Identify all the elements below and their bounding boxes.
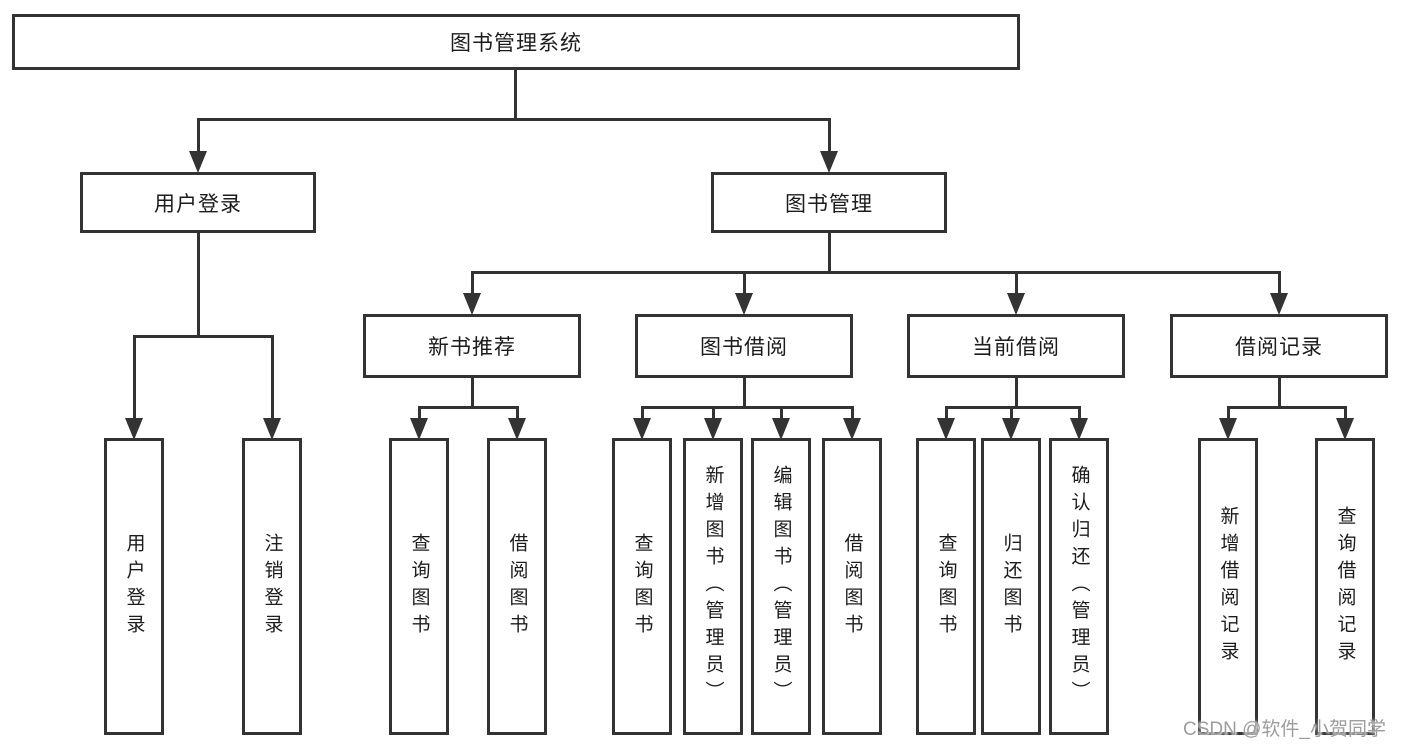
- leaf-logout-login: 注销登录: [242, 438, 302, 735]
- connector-line: [827, 118, 831, 153]
- leaf-add-books-admin-label: 新增图书（管理员）: [702, 465, 724, 708]
- arrowhead-icon: [704, 418, 722, 440]
- connector-line: [1277, 377, 1281, 409]
- leaf-borrow-books-borrowing: 借阅图书: [822, 438, 882, 735]
- leaf-confirm-return-admin-label: 确认归还（管理员）: [1068, 465, 1090, 708]
- leaf-add-books-admin: 新增图书（管理员）: [683, 438, 743, 735]
- connector-line: [944, 406, 948, 420]
- arrowhead-icon: [820, 151, 838, 173]
- leaf-query-books-recommend-label: 查询图书: [408, 532, 430, 641]
- leaf-add-borrow-record-label: 新增借阅记录: [1217, 505, 1239, 668]
- connector-line: [827, 232, 831, 274]
- leaf-query-books-borrowing: 查询图书: [612, 438, 672, 735]
- connector-line: [196, 118, 200, 153]
- leaf-query-books-recommend: 查询图书: [389, 438, 449, 735]
- leaf-user-login: 用户登录: [104, 438, 164, 735]
- connector-line: [640, 406, 644, 420]
- arrowhead-icon: [125, 418, 143, 440]
- leaf-query-books-borrowing-label: 查询图书: [631, 532, 653, 641]
- connector-line: [1014, 271, 1018, 295]
- connector-line: [711, 406, 715, 420]
- connector-line: [850, 406, 854, 420]
- leaf-borrow-books-borrowing-label: 借阅图书: [841, 532, 863, 641]
- arrowhead-icon: [508, 418, 526, 440]
- arrowhead-icon: [772, 418, 790, 440]
- connector-line: [470, 271, 474, 295]
- leaf-return-books-label: 归还图书: [1000, 532, 1022, 641]
- leaf-borrow-books-recommend-label: 借阅图书: [506, 532, 528, 641]
- connector-line: [515, 406, 519, 420]
- arrowhead-icon: [1070, 418, 1088, 440]
- watermark-text: CSDN @软件_小贺同学: [1183, 719, 1386, 740]
- connector-line: [779, 406, 783, 420]
- node-new-book-recommendation: 新书推荐: [363, 314, 581, 378]
- connector-line: [132, 335, 136, 420]
- node-book-borrowing: 图书借阅: [635, 314, 853, 378]
- connector-line: [270, 335, 274, 420]
- arrowhead-icon: [1270, 293, 1288, 315]
- connector-line: [1009, 406, 1013, 420]
- arrowhead-icon: [263, 418, 281, 440]
- arrowhead-icon: [735, 293, 753, 315]
- arrowhead-icon: [189, 151, 207, 173]
- leaf-query-borrow-record-label: 查询借阅记录: [1334, 505, 1356, 668]
- connector-line: [417, 406, 519, 409]
- leaf-confirm-return-admin: 确认归还（管理员）: [1049, 438, 1109, 735]
- arrowhead-icon: [937, 418, 955, 440]
- leaf-logout-login-label: 注销登录: [261, 532, 283, 641]
- leaf-return-books: 归还图书: [981, 438, 1041, 735]
- connector-line: [1226, 406, 1347, 409]
- node-book-management: 图书管理: [711, 172, 947, 233]
- connector-line: [742, 377, 746, 409]
- connector-line: [1014, 377, 1018, 409]
- connector-line: [944, 406, 1081, 409]
- arrowhead-icon: [463, 293, 481, 315]
- connector-line: [1343, 406, 1347, 420]
- connector-line: [196, 118, 831, 121]
- arrowhead-icon: [1007, 293, 1025, 315]
- arrowhead-icon: [1219, 418, 1237, 440]
- connector-line: [196, 232, 200, 338]
- leaf-query-borrow-record: 查询借阅记录: [1315, 438, 1375, 735]
- arrowhead-icon: [843, 418, 861, 440]
- leaf-edit-books-admin-label: 编辑图书（管理员）: [770, 465, 792, 708]
- connector-line: [132, 335, 274, 338]
- arrowhead-icon: [410, 418, 428, 440]
- arrowhead-icon: [1002, 418, 1020, 440]
- node-library-management-system: 图书管理系统: [12, 14, 1020, 70]
- arrowhead-icon: [633, 418, 651, 440]
- node-current-borrowing: 当前借阅: [907, 314, 1125, 378]
- connector-line: [742, 271, 746, 295]
- leaf-query-books-current-label: 查询图书: [935, 532, 957, 641]
- connector-line: [470, 271, 1281, 274]
- connector-line: [1277, 271, 1281, 295]
- arrowhead-icon: [1336, 418, 1354, 440]
- leaf-add-borrow-record: 新增借阅记录: [1198, 438, 1258, 735]
- node-user-login: 用户登录: [80, 172, 316, 233]
- connector-line: [640, 406, 854, 409]
- leaf-edit-books-admin: 编辑图书（管理员）: [751, 438, 811, 735]
- connector-line: [1226, 406, 1230, 420]
- leaf-borrow-books-recommend: 借阅图书: [487, 438, 547, 735]
- connector-line: [1077, 406, 1081, 420]
- leaf-user-login-label: 用户登录: [123, 532, 145, 641]
- connector-line: [513, 69, 517, 121]
- connector-line: [470, 377, 474, 409]
- connector-line: [417, 406, 421, 420]
- leaf-query-books-current: 查询图书: [916, 438, 976, 735]
- node-borrowing-records: 借阅记录: [1170, 314, 1388, 378]
